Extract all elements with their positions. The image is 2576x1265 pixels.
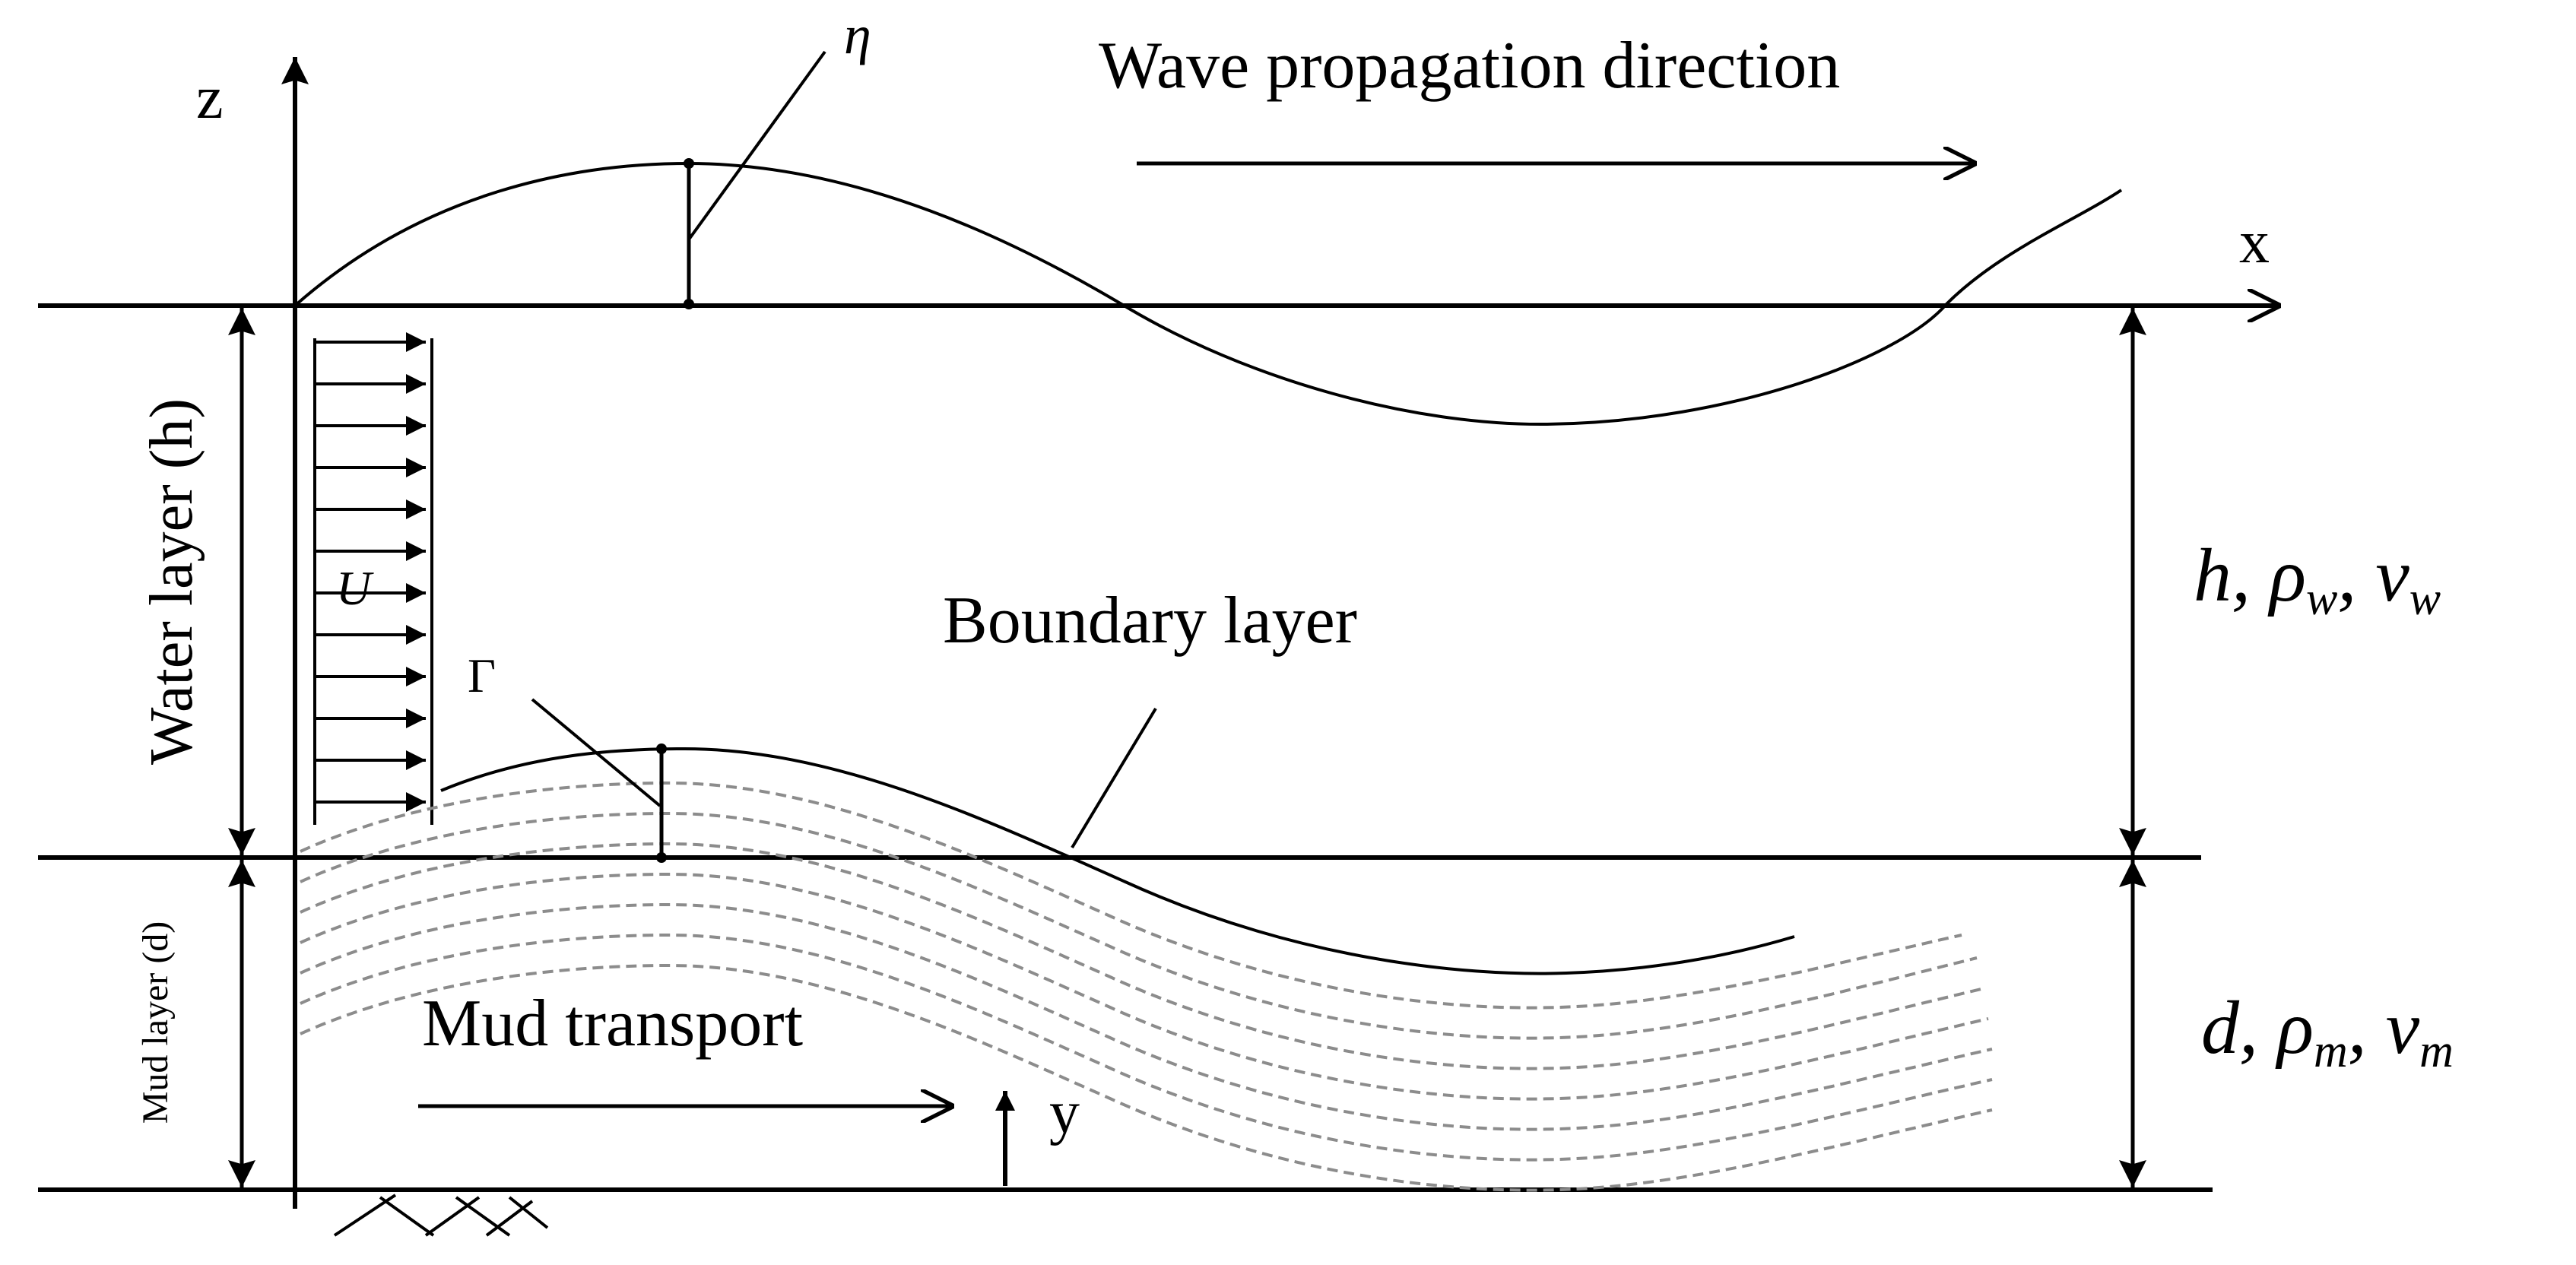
velocity-profile (313, 332, 433, 825)
mud-params: d, ρm, νm (2201, 985, 2454, 1077)
gamma-marker (531, 698, 667, 863)
gamma-label: Γ (468, 648, 496, 702)
water-layer-label: Water layer (h) (138, 398, 205, 765)
mud-surface-curve (440, 747, 1795, 975)
horizontal-lines (38, 306, 2281, 1192)
eta-marker (684, 50, 826, 309)
u-label: U (336, 561, 374, 615)
z-axis-label: z (196, 65, 224, 132)
free-surface-wave (293, 161, 2123, 426)
eta-label: η (844, 5, 871, 65)
boundary-layer-label: Boundary layer (943, 584, 1357, 658)
mud-strata (300, 781, 1993, 1192)
mud-layer-label: Mud layer (d) (135, 921, 176, 1124)
water-params: h, ρw, νw (2194, 533, 2441, 625)
seabed-hatch (333, 1194, 549, 1237)
mud-transport-label: Mud transport (422, 987, 803, 1061)
y-axis-label: y (1049, 1080, 1080, 1146)
boundary-layer-leader (1071, 707, 1157, 849)
x-axis-label: x (2239, 209, 2270, 276)
wave-direction-label: Wave propagation direction (1099, 29, 1840, 103)
